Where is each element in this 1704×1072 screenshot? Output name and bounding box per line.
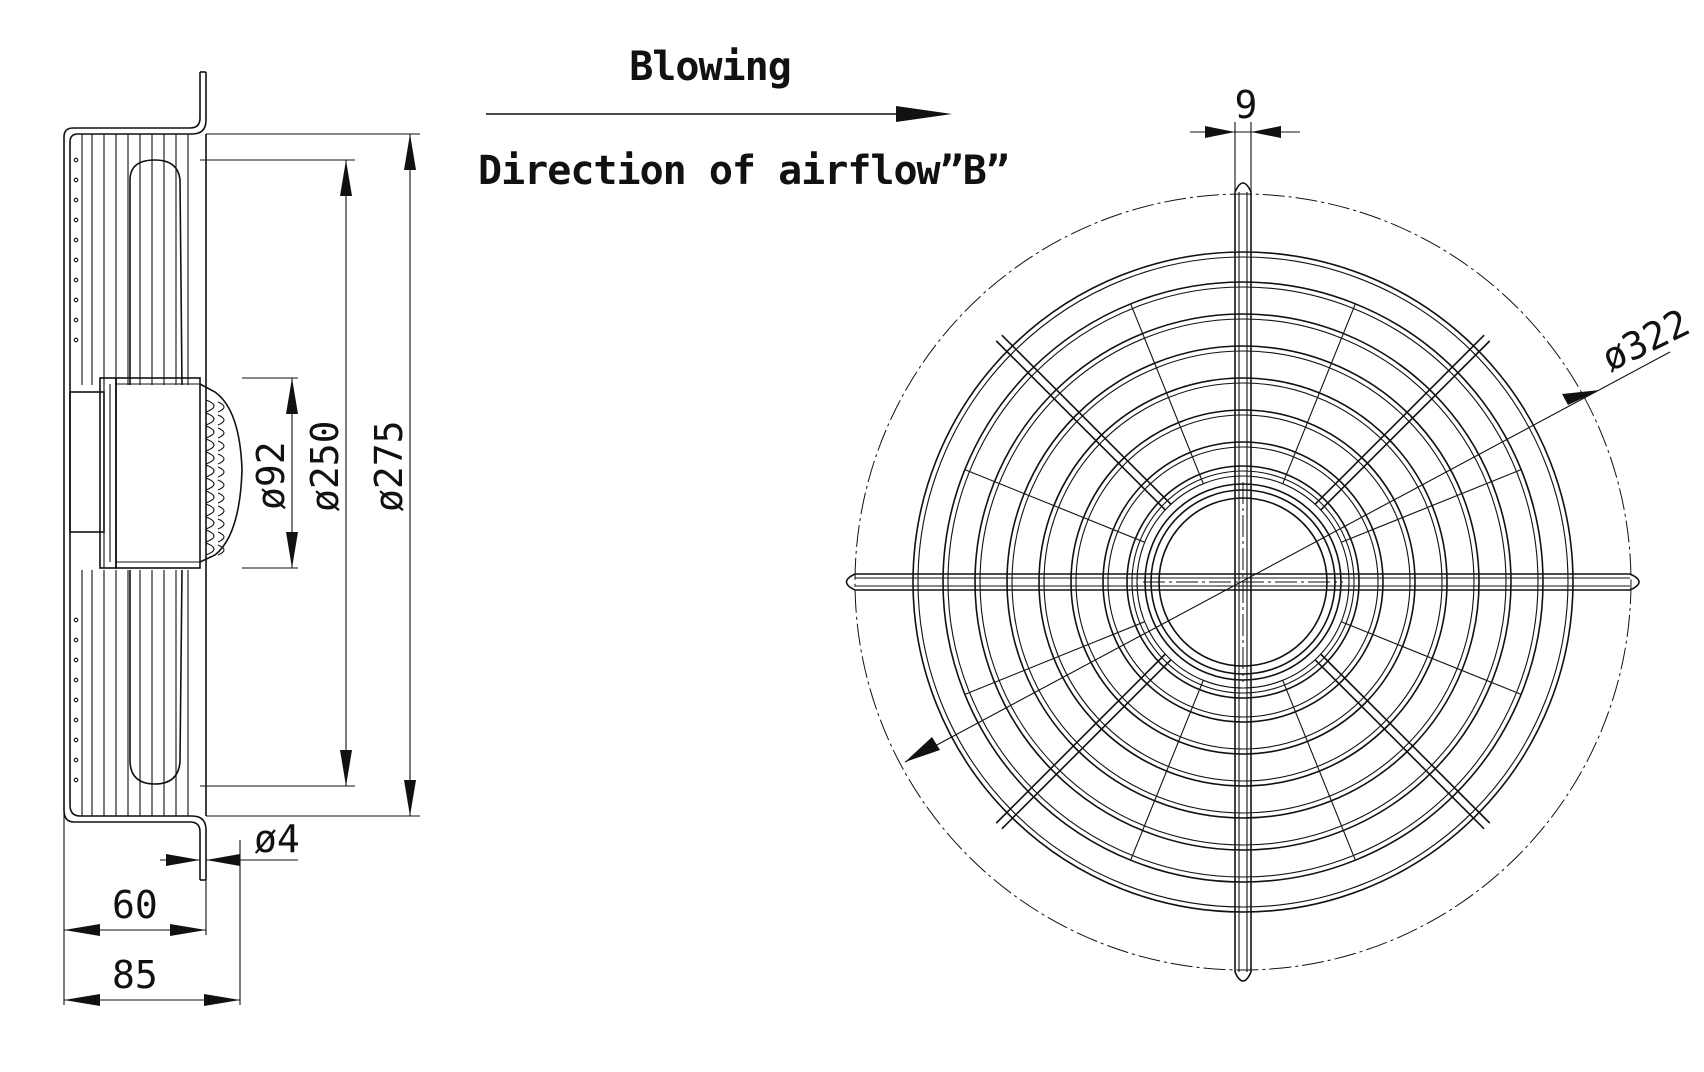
fan-blade <box>129 159 183 386</box>
dim-depth-inner: 60 <box>112 883 158 927</box>
airflow-direction-label: Direction of airflow”B” <box>478 148 1009 194</box>
side-dimensions: ø275 ø250 ø92 ø4 60 85 <box>63 133 420 1006</box>
dim-depth-total: 85 <box>112 953 158 997</box>
dim-housing-diameter: ø275 <box>367 420 411 512</box>
guard-wire-dots <box>73 157 79 783</box>
dim-line-322 <box>904 351 1671 763</box>
motor-ring <box>99 377 117 569</box>
side-view <box>63 71 243 881</box>
guard-outline-circle <box>854 193 1632 971</box>
bottom-mounting-flange <box>63 809 201 880</box>
front-view: ø322 9 <box>845 83 1697 982</box>
motor-rear-cap <box>69 391 105 533</box>
dim-hub-diameter: ø92 <box>249 441 293 510</box>
airflow-annotation: Blowing Direction of airflow”B” <box>478 44 1010 194</box>
top-mounting-flange <box>63 72 201 138</box>
dim-wire-diameter: ø4 <box>254 817 300 861</box>
dim-guard-diameter: ø322 <box>1595 300 1697 380</box>
guard-ribs <box>81 134 189 816</box>
motor-body <box>115 377 201 569</box>
motor-front-dome <box>199 383 243 563</box>
motor-cooling-fins <box>205 399 225 556</box>
guard-rings <box>912 251 1574 913</box>
guard-spokes <box>964 303 1522 861</box>
dim-blade-diameter: ø250 <box>303 420 347 512</box>
airflow-mode-label: Blowing <box>629 44 791 90</box>
dim-slot-width: 9 <box>1235 83 1258 127</box>
